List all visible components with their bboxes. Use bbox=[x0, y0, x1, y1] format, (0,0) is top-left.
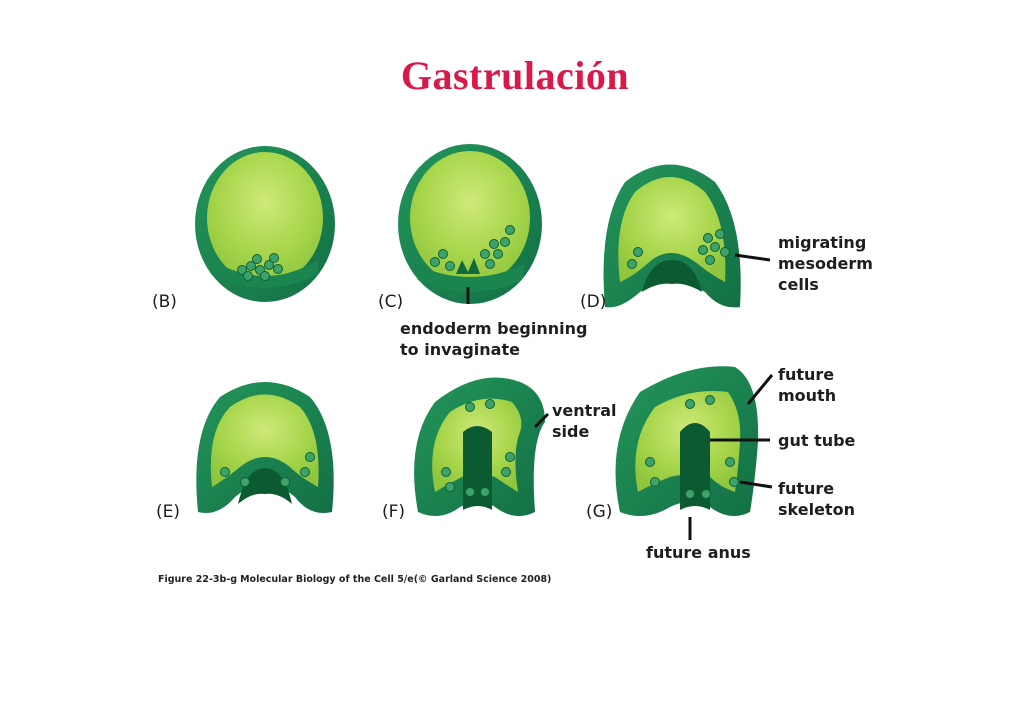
embryo-illustrations bbox=[195, 144, 774, 540]
annotation-endoderm-line2: to invaginate bbox=[400, 340, 520, 359]
embryo-d bbox=[603, 164, 771, 308]
annotation-gut-tube: gut tube bbox=[778, 431, 856, 450]
embryo-e bbox=[196, 382, 334, 513]
annotation-endoderm-line1: endoderm beginning bbox=[400, 319, 588, 338]
caption-figure-number: Figure 22-3b-g bbox=[158, 574, 238, 585]
panel-label-g: (G) bbox=[586, 502, 613, 522]
annotation-migrating-line3: cells bbox=[778, 275, 819, 294]
annotation-skeleton-line1: future bbox=[778, 479, 835, 498]
annotation-migrating-line2: mesoderm bbox=[778, 254, 873, 273]
annotation-skeleton-line2: skeleton bbox=[778, 500, 855, 519]
panel-label-e: (E) bbox=[156, 502, 181, 522]
annotation-ventral-line1: ventral bbox=[552, 401, 617, 420]
gastrulation-figure: (B) (C) (D) (E) (F) (G) endoderm beginni… bbox=[150, 142, 880, 586]
embryo-b bbox=[195, 146, 335, 302]
embryo-g bbox=[615, 366, 774, 540]
annotation-anus: future anus bbox=[646, 543, 751, 562]
embryo-c bbox=[398, 144, 542, 304]
panel-label-c: (C) bbox=[378, 292, 404, 312]
caption-book-title: Molecular Biology of the Cell 5/e bbox=[240, 574, 414, 585]
slide-title: Gastrulación bbox=[400, 53, 630, 98]
annotation-ventral-line2: side bbox=[552, 422, 590, 441]
embryo-f bbox=[414, 377, 550, 516]
panel-label-f: (F) bbox=[382, 502, 406, 522]
annotation-migrating-line1: migrating bbox=[778, 233, 867, 252]
figure-caption: Figure 22-3b-g Molecular Biology of the … bbox=[158, 574, 551, 585]
caption-credit: (© Garland Science 2008) bbox=[413, 574, 552, 585]
annotation-mouth-line2: mouth bbox=[778, 386, 837, 405]
panel-label-d: (D) bbox=[580, 292, 607, 312]
panel-label-b: (B) bbox=[152, 292, 177, 312]
annotation-mouth-line1: future bbox=[778, 365, 835, 384]
